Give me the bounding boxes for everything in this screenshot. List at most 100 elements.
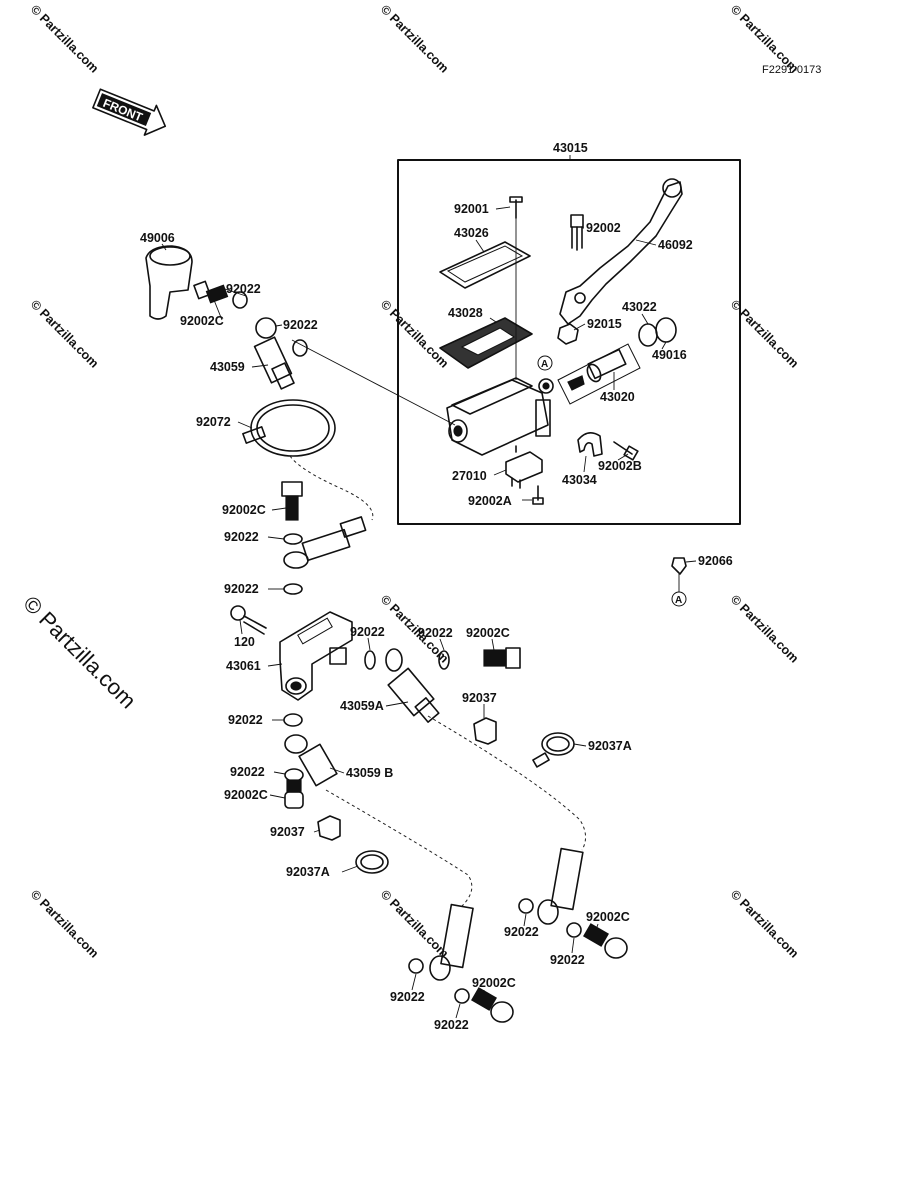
washer-icon [566,922,582,938]
part-label: 92072 [196,415,231,429]
reservoir-cap [439,241,531,289]
washer-icon [364,650,376,670]
hose-clamp [242,399,336,457]
part-label: 92002B [598,459,642,473]
watermark: © Partzilla.com [378,297,451,370]
brake-joint [279,611,353,701]
part-labels: 49006 92022 92002C 92022 43059 92072 920… [140,202,733,1032]
part-label: 92022 [224,530,259,544]
hose-fitting [283,516,367,569]
hose-clip [473,717,497,745]
watermark: © Partzilla.com [28,887,101,960]
washer-icon [292,339,308,357]
part-label: 92022 [504,925,539,939]
boot-icon [655,317,677,343]
part-label: 92002A [468,494,512,508]
screw-icon [532,485,544,505]
hose-fitting [284,734,338,787]
bolt-icon [613,441,639,461]
watermark: © Partzilla.com [378,2,451,75]
part-label: 92022 [418,626,453,640]
part-label: 92037 [462,691,497,705]
part-label: 92022 [228,713,263,727]
hose-fitting [385,648,440,723]
part-label: 92002C [224,788,268,802]
master-cylinder-body [446,377,554,456]
watermark: © Partzilla.com [28,297,101,370]
part-label: 120 [234,635,255,649]
part-label: 92002C [586,910,630,924]
part-label: 92022 [224,582,259,596]
part-label: 92022 [283,318,318,332]
banjo-bolt-icon [284,779,304,809]
part-label: 92015 [587,317,622,331]
hose-fitting [253,317,295,390]
washer-icon [454,988,470,1004]
watermark: © Partzilla.com [728,297,801,370]
nut-icon [557,323,579,345]
part-label: 49016 [652,348,687,362]
part-label: 92066 [698,554,733,568]
brake-lever [559,181,683,325]
part-label: 43059A [340,699,384,713]
washer-icon [232,291,248,309]
reservoir-tank [145,245,193,320]
part-label: 92022 [434,1018,469,1032]
part-label: 92002C [222,503,266,517]
part-label: 43034 [562,473,597,487]
part-label: 27010 [452,469,487,483]
watermark: © Partzilla.com [728,887,801,960]
part-label: 92022 [230,765,265,779]
part-label: 92002C [466,626,510,640]
callout-label: A [675,595,682,606]
hose-fitting [429,903,474,981]
part-label: 92037A [588,739,632,753]
group-label: 43015 [553,141,588,155]
washer-icon [518,898,534,914]
side-watermark: © Partzilla.com [18,591,141,714]
screw-icon [509,196,523,219]
banjo-bolt-icon [281,481,303,521]
banjo-bolt-icon [193,280,229,304]
washer-icon [283,713,303,727]
banjo-bolt-icon [483,647,521,669]
washer-icon [283,533,303,545]
washer-icon [284,768,304,782]
part-label: 43059 [210,360,245,374]
front-arrow-icon: FRONT [92,88,167,136]
banjo-bolt-icon [471,987,514,1023]
part-label: 43020 [600,390,635,404]
plug-icon: A [671,557,687,607]
hose-fitting [537,847,584,925]
part-label: 92037 [270,825,305,839]
washer-icon [438,650,450,670]
part-label: 92002C [180,314,224,328]
part-label: 43061 [226,659,261,673]
brake-switch [505,445,543,489]
part-label: 92022 [390,990,425,1004]
watermark: © Partzilla.com [728,592,801,665]
pivot-bolt-icon [570,214,584,251]
part-label: 92037A [286,865,330,879]
part-label: 43028 [448,306,483,320]
part-label: 92002 [586,221,621,235]
part-label: 92022 [350,625,385,639]
washer-icon [283,583,303,595]
part-label: 92001 [454,202,489,216]
callout-marker [537,355,553,371]
watermark: © Partzilla.com [28,2,101,75]
part-label: 92022 [550,953,585,967]
piston-assembly [557,343,641,405]
part-label: 92002C [472,976,516,990]
figure-code: F2291-0173 [762,64,821,76]
hose-clip [317,815,341,841]
part-label: 92022 [226,282,261,296]
hose-clamp [532,732,575,768]
part-label: 43022 [622,300,657,314]
part-label: 46092 [658,238,693,252]
hose-clamp [355,850,389,874]
watermark-layer: © Partzilla.com © Partzilla.com © Partzi… [28,2,801,960]
part-label: 49006 [140,231,175,245]
banjo-bolt-icon [583,923,628,959]
